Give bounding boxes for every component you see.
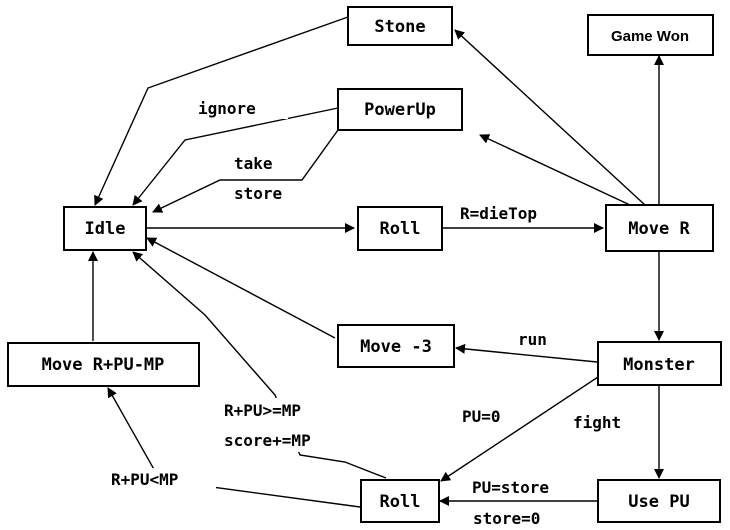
node-move-minus3: Move -3 xyxy=(337,324,455,368)
node-monster: Monster xyxy=(597,341,722,386)
svg-text:Roll: Roll xyxy=(380,219,421,239)
svg-text:Idle: Idle xyxy=(85,219,126,239)
label-store-zero: store=0 xyxy=(473,509,540,528)
node-powerup: PowerUp xyxy=(337,88,463,131)
node-game-won: Game Won xyxy=(587,14,714,56)
label-take: take xyxy=(234,154,273,173)
label-r-pu-lt-mp: R+PU<MP xyxy=(111,470,178,489)
svg-text:Roll: Roll xyxy=(380,492,421,512)
node-roll-bottom: Roll xyxy=(360,479,440,523)
svg-text:Game Won: Game Won xyxy=(611,28,689,45)
edge-move-minus3-to-idle xyxy=(146,237,336,339)
edge-stone-to-idle xyxy=(94,16,349,206)
svg-text:Move -3: Move -3 xyxy=(360,337,432,357)
edge-move-r-to-powerup xyxy=(479,134,631,206)
edge-monster-to-move-minus3 xyxy=(455,343,598,363)
label-ignore: ignore xyxy=(198,99,256,118)
node-move-r: Move R xyxy=(605,204,714,252)
node-idle: Idle xyxy=(63,206,147,251)
node-roll-top: Roll xyxy=(357,206,443,251)
node-use-pu: Use PU xyxy=(597,479,721,523)
label-score-plus-mp: score+=MP xyxy=(224,431,311,450)
svg-text:Use PU: Use PU xyxy=(628,492,689,512)
label-r-dietop: R=dieTop xyxy=(460,204,537,223)
svg-text:Monster: Monster xyxy=(623,355,695,375)
svg-text:Move R: Move R xyxy=(628,219,690,239)
edge-move-r-to-stone xyxy=(454,29,646,206)
label-pu-zero: PU=0 xyxy=(462,407,501,426)
edge-monster-to-roll-bottom xyxy=(440,376,599,482)
label-fight: fight xyxy=(573,413,621,432)
node-stone: Stone xyxy=(347,6,453,46)
label-pu-store: PU=store xyxy=(472,478,549,497)
label-r-pu-ge-mp: R+PU>=MP xyxy=(224,401,301,420)
svg-text:Move R+PU-MP: Move R+PU-MP xyxy=(42,355,165,375)
node-move-r-pu-mp: Move R+PU-MP xyxy=(7,342,200,387)
svg-text:PowerUp: PowerUp xyxy=(364,100,436,120)
label-run: run xyxy=(518,330,547,349)
edge-powerup-to-idle-take-store xyxy=(152,129,339,213)
svg-text:Stone: Stone xyxy=(374,17,425,37)
label-store: store xyxy=(234,184,282,203)
